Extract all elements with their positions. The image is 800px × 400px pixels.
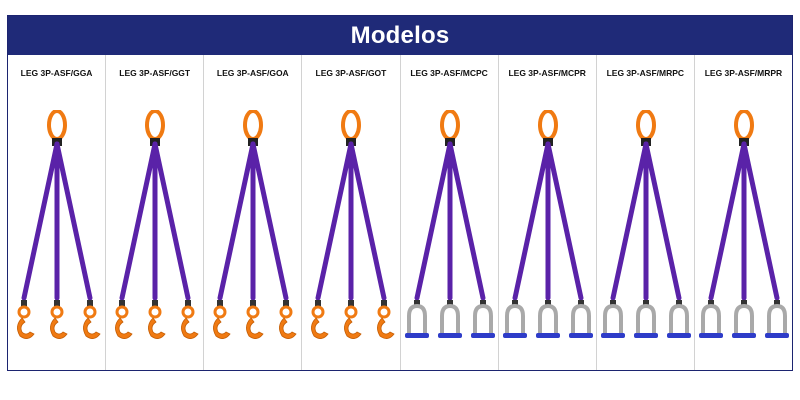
orange-hook-icon [181,300,199,339]
model-card[interactable]: LEG 3P-ASF/GGT [106,55,205,370]
model-label: LEG 3P-ASF/GGA [20,68,93,78]
sling-leg [414,141,452,301]
shackle-icon [666,300,691,338]
master-link-icon [439,110,460,141]
orange-hook-icon [311,300,329,339]
orange-hook-icon [83,300,101,339]
shackle-icon [535,300,560,338]
model-card[interactable]: LEG 3P-ASF/MCPR [499,55,597,370]
panel-title: Modelos [350,21,450,49]
models-panel: Modelos LEG 3P-ASF/GGA LEG 3P-ASF/GGT LE… [7,15,793,371]
orange-hook-icon [279,300,297,339]
sling-leg [708,141,747,301]
shackle-icon [502,300,527,338]
model-label: LEG 3P-ASF/MRPR [704,68,783,78]
sling-leg [250,141,289,301]
sling-leg [21,141,60,301]
sling-leg [447,141,485,301]
sling-leg [54,141,93,301]
sling-illustration [17,110,101,339]
model-card[interactable]: LEG 3P-ASF/GOA [204,55,303,370]
sling-illustration [213,110,297,339]
orange-hook-icon [17,300,35,339]
panel-header: Modelos [8,16,792,55]
sling-leg [217,141,256,301]
master-link-icon [145,110,166,141]
orange-hook-icon [148,300,166,339]
shackle-icon [568,300,593,338]
sling-leg [119,141,158,301]
shackle-icon [600,300,625,338]
models-grid: LEG 3P-ASF/GGA LEG 3P-ASF/GGT LEG 3P-ASF… [8,55,792,370]
shackle-icon [764,300,789,338]
shackle-icon [437,300,462,338]
sling-leg [512,141,551,301]
model-label: LEG 3P-ASF/GGT [119,68,191,78]
model-label: LEG 3P-ASF/GOA [216,68,289,78]
master-link-icon [243,110,264,141]
orange-hook-icon [377,300,395,339]
model-label: LEG 3P-ASF/MCPC [410,68,488,78]
shackle-icon [698,300,723,338]
sling-leg [610,141,649,301]
shackle-icon [633,300,658,338]
sling-illustration [404,110,495,338]
master-link-icon [635,110,656,141]
master-link-icon [537,110,558,141]
model-card[interactable]: LEG 3P-ASF/MCPC [401,55,499,370]
shackle-icon [404,300,429,338]
sling-leg [348,141,387,301]
sling-leg [643,141,682,301]
model-label: LEG 3P-ASF/GOT [315,68,387,78]
model-label: LEG 3P-ASF/MRPC [606,68,685,78]
model-card[interactable]: LEG 3P-ASF/MRPR [695,55,792,370]
orange-hook-icon [115,300,133,339]
orange-hook-icon [50,300,68,339]
sling-illustration [502,110,593,338]
orange-hook-icon [246,300,264,339]
sling-leg [152,141,191,301]
shackle-icon [731,300,756,338]
model-card[interactable]: LEG 3P-ASF/GGA [8,55,107,370]
sling-leg [315,141,354,301]
sling-leg [741,141,780,301]
sling-illustration [600,110,691,338]
sling-illustration [311,110,395,339]
sling-illustration [698,110,789,338]
sling-leg [545,141,584,301]
model-card[interactable]: LEG 3P-ASF/MRPC [597,55,695,370]
master-link-icon [733,110,754,141]
model-card[interactable]: LEG 3P-ASF/GOT [302,55,401,370]
shackle-icon [470,300,495,338]
model-label: LEG 3P-ASF/MCPR [508,68,586,78]
sling-illustration [115,110,199,339]
orange-hook-icon [213,300,231,339]
master-link-icon [47,110,67,141]
master-link-icon [341,110,362,141]
orange-hook-icon [344,300,362,339]
